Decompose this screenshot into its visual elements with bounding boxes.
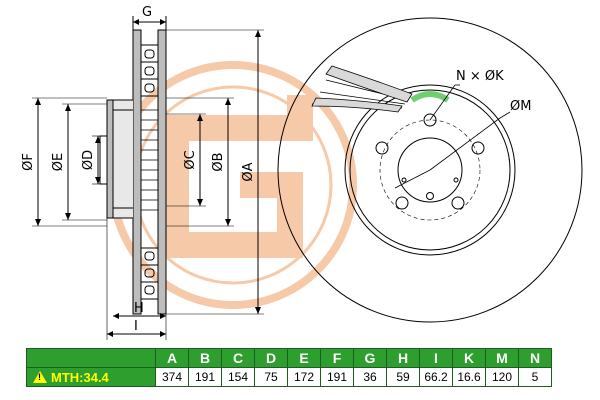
header-d: D <box>254 348 288 368</box>
dim-label-c: ØC <box>183 150 198 169</box>
header-a: A <box>155 348 189 368</box>
dim-label-b: ØB <box>211 152 226 171</box>
value-d: 75 <box>254 367 288 387</box>
value-h: 59 <box>386 367 420 387</box>
cooling-vanes <box>141 44 158 300</box>
warning-triangle-icon: ! <box>33 370 47 383</box>
value-m: 120 <box>485 367 519 387</box>
value-g: 36 <box>353 367 387 387</box>
bolt-holes <box>375 113 485 210</box>
spec-header-row: A B C D E F G H I K M N <box>26 348 552 368</box>
dim-label-h: H <box>134 301 144 316</box>
spec-value-row: ! MTH:34.4 374 191 154 75 172 191 36 59 6… <box>26 367 552 387</box>
vent-slot-detail <box>311 65 413 113</box>
specification-table: A B C D E F G H I K M N ! MTH:34.4 374 19… <box>26 348 552 387</box>
header-g: G <box>353 348 387 368</box>
dim-label-nk: N × ØK <box>456 69 504 84</box>
dim-label-i: I <box>134 319 138 334</box>
header-m: M <box>485 348 519 368</box>
header-e: E <box>287 348 321 368</box>
front-disc-view <box>277 17 583 323</box>
header-c: C <box>221 348 255 368</box>
mth-label: MTH:34.4 <box>51 369 109 385</box>
header-spacer <box>26 348 156 368</box>
value-f: 191 <box>320 367 354 387</box>
warning-glyph: ! <box>38 371 41 382</box>
dimension-arrowheads <box>35 19 261 337</box>
dim-label-m: ØM <box>510 99 531 114</box>
value-c: 154 <box>221 367 255 387</box>
mth-cell: ! MTH:34.4 <box>26 367 156 387</box>
brake-disc-technical-drawing: G ØA ØB ØC ØF ØE ØD H I <box>21 5 583 340</box>
dim-label-a: ØA <box>241 162 256 181</box>
value-n: 5 <box>518 367 552 387</box>
header-n: N <box>518 348 552 368</box>
value-b: 191 <box>188 367 222 387</box>
dim-label-e: ØE <box>51 153 66 171</box>
header-i: I <box>419 348 453 368</box>
value-i: 66.2 <box>419 367 453 387</box>
side-section-view <box>32 16 264 340</box>
value-k: 16.6 <box>452 367 486 387</box>
header-k: K <box>452 348 486 368</box>
section-hatching <box>141 109 158 211</box>
dim-label-g: G <box>142 5 152 20</box>
dim-label-f: ØF <box>21 153 36 171</box>
header-f: F <box>320 348 354 368</box>
dim-label-d: ØD <box>81 150 96 170</box>
value-e: 172 <box>287 367 321 387</box>
brand-watermark-logo <box>109 61 357 309</box>
header-b: B <box>188 348 222 368</box>
header-h: H <box>386 348 420 368</box>
value-a: 374 <box>155 367 189 387</box>
